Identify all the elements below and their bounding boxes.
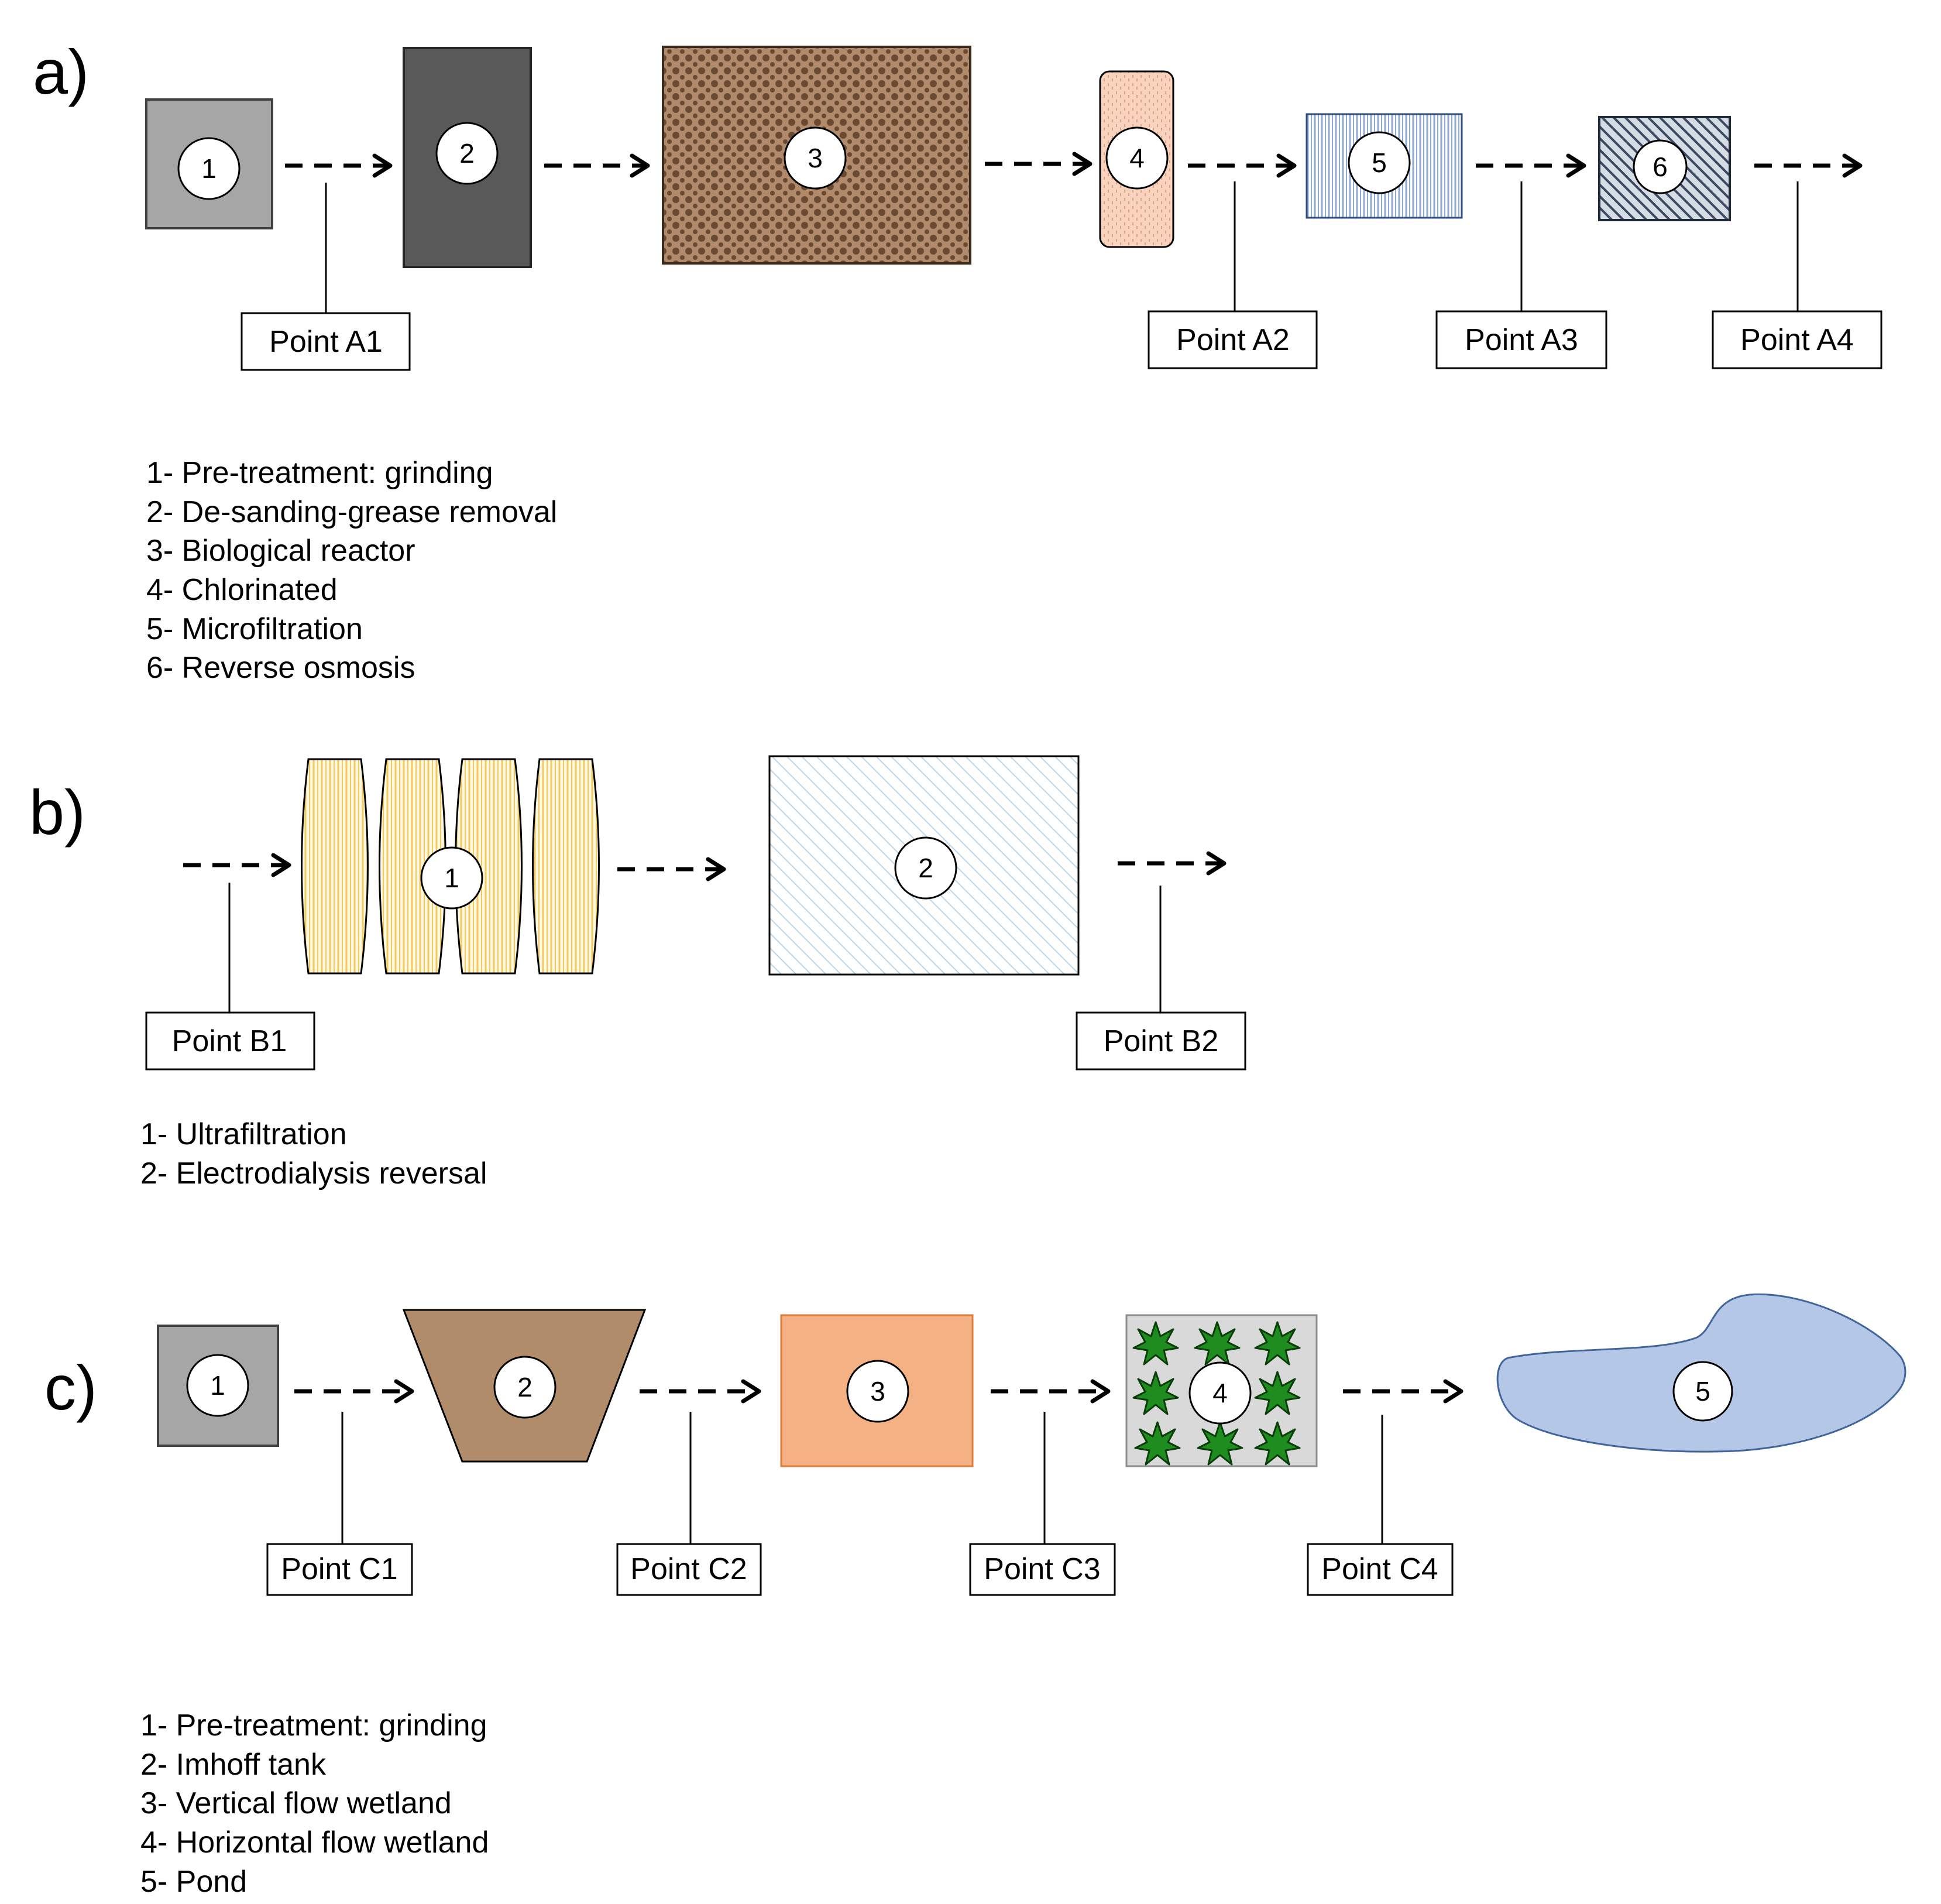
- b-step-1-marker: [420, 846, 483, 910]
- point-c3-label: Point C3: [984, 1552, 1100, 1586]
- c-step-1-grinding: 1: [157, 1325, 279, 1447]
- c-arrow-3: [991, 1379, 1111, 1404]
- legend-c: 1- Pre-treatment: grinding 2- Imhoff tan…: [140, 1709, 489, 1899]
- point-c1: Point C1: [266, 1412, 413, 1596]
- a-step-2-desanding: 2: [403, 47, 532, 268]
- c-arrow-4: [1343, 1379, 1464, 1404]
- panel-a: a) 1 2 3: [33, 36, 1882, 685]
- legend-a-item: 5- Microfiltration: [146, 612, 363, 646]
- c-step-4-number: 4: [1212, 1378, 1228, 1408]
- point-a2-label: Point A2: [1176, 323, 1290, 357]
- point-c4: Point C4: [1307, 1415, 1454, 1596]
- panel-b: b) 1 2: [29, 755, 1246, 1191]
- a-step-5-number: 5: [1372, 147, 1387, 178]
- c-arrow-2: [640, 1379, 761, 1404]
- a-step-1-number: 1: [201, 153, 217, 184]
- c-step-3-number: 3: [870, 1376, 885, 1406]
- legend-c-item: 2- Imhoff tank: [140, 1748, 327, 1782]
- c-step-5-marker: [1672, 1361, 1733, 1422]
- legend-c-item: 5- Pond: [140, 1865, 247, 1899]
- a-step-3-number: 3: [808, 143, 823, 173]
- a-arrow-2: [544, 153, 650, 178]
- a-step-3-marker: [784, 126, 847, 190]
- point-b2: Point B2: [1076, 886, 1246, 1071]
- b-arrow-1: [617, 857, 726, 881]
- point-a4-label: Point A4: [1740, 323, 1854, 357]
- a-step-5-microfiltration: 5: [1306, 113, 1463, 219]
- legend-a-item: 3- Biological reactor: [146, 534, 415, 568]
- c-step-1-marker: [186, 1354, 249, 1417]
- panel-c: c) 1 2 3: [44, 1293, 1906, 1899]
- b-step-1-number: 1: [444, 863, 459, 893]
- legend-a-item: 2- De-sanding-grease removal: [146, 495, 557, 529]
- c-step-4-horizontal-wetland: 4: [1125, 1314, 1318, 1467]
- legend-a-item: 4- Chlorinated: [146, 573, 338, 607]
- legend-a-item: 1- Pre-treatment: grinding: [146, 456, 493, 490]
- panel-b-label: b): [29, 777, 85, 848]
- a-step-1-marker: [177, 137, 241, 200]
- legend-a-item: 6- Reverse osmosis: [146, 651, 415, 685]
- b-step-1-ultrafiltration: 1: [301, 758, 600, 975]
- c-step-3-vertical-wetland: 3: [780, 1314, 974, 1467]
- c-step-2-number: 2: [517, 1372, 533, 1402]
- point-c3: Point C3: [969, 1412, 1116, 1596]
- point-b2-label: Point B2: [1104, 1024, 1219, 1058]
- point-c4-label: Point C4: [1321, 1552, 1438, 1586]
- c-step-3-marker: [846, 1360, 909, 1423]
- a-arrow-4: [1188, 153, 1297, 178]
- a-step-1-grinding: 1: [145, 98, 273, 229]
- legend-c-item: 3- Vertical flow wetland: [140, 1786, 452, 1820]
- a-step-6-reverse-osmosis: 6: [1598, 116, 1731, 221]
- b-step-2-marker: [894, 836, 957, 900]
- point-a3-label: Point A3: [1465, 323, 1578, 357]
- c-step-5-pond: 5: [1496, 1293, 1906, 1453]
- legend-b-item: 2- Electrodialysis reversal: [140, 1157, 487, 1191]
- point-a2: Point A2: [1148, 181, 1318, 369]
- point-c2-label: Point C2: [630, 1552, 747, 1586]
- legend-c-item: 1- Pre-treatment: grinding: [140, 1709, 487, 1742]
- legend-b: 1- Ultrafiltration 2- Electrodialysis re…: [140, 1117, 487, 1191]
- a-step-2-marker: [435, 122, 499, 185]
- panel-a-label: a): [33, 36, 89, 107]
- point-b1-label: Point B1: [172, 1024, 287, 1058]
- point-a1-label: Point A1: [269, 325, 383, 359]
- a-arrow-1: [285, 153, 393, 178]
- a-arrow-6: [1754, 153, 1863, 178]
- c-arrow-1: [294, 1379, 414, 1404]
- panel-c-label: c): [44, 1352, 97, 1423]
- point-a1: Point A1: [241, 183, 411, 371]
- point-b1: Point B1: [145, 883, 315, 1071]
- point-a3: Point A3: [1435, 181, 1607, 369]
- point-c1-label: Point C1: [281, 1552, 397, 1586]
- b-step-2-number: 2: [918, 853, 933, 883]
- a-step-5-marker: [1348, 131, 1411, 194]
- c-step-1-number: 1: [210, 1370, 225, 1401]
- b-arrow-out: [1118, 851, 1227, 876]
- legend-a: 1- Pre-treatment: grinding 2- De-sanding…: [146, 456, 557, 685]
- c-step-2-imhoff-tank: 2: [402, 1309, 647, 1463]
- a-arrow-5: [1476, 153, 1586, 178]
- b-step-2-electrodialysis: 2: [768, 755, 1080, 976]
- legend-c-item: 4- Horizontal flow wetland: [140, 1826, 489, 1860]
- a-step-6-number: 6: [1653, 152, 1668, 182]
- point-c2: Point C2: [616, 1412, 762, 1596]
- legend-b-item: 1- Ultrafiltration: [140, 1117, 347, 1151]
- point-a4: Point A4: [1712, 181, 1882, 369]
- b-arrow-in: [183, 853, 291, 877]
- c-step-5-number: 5: [1695, 1376, 1710, 1406]
- a-step-4-number: 4: [1129, 143, 1145, 173]
- a-arrow-3: [985, 152, 1093, 176]
- a-step-4-chlorination: 4: [1099, 70, 1174, 248]
- c-step-2-marker: [493, 1356, 556, 1419]
- a-step-6-marker: [1633, 139, 1688, 194]
- a-step-2-number: 2: [459, 138, 475, 169]
- c-step-4-marker: [1188, 1361, 1252, 1425]
- a-step-3-bioreactor: 3: [662, 46, 971, 265]
- a-step-4-marker: [1105, 126, 1169, 190]
